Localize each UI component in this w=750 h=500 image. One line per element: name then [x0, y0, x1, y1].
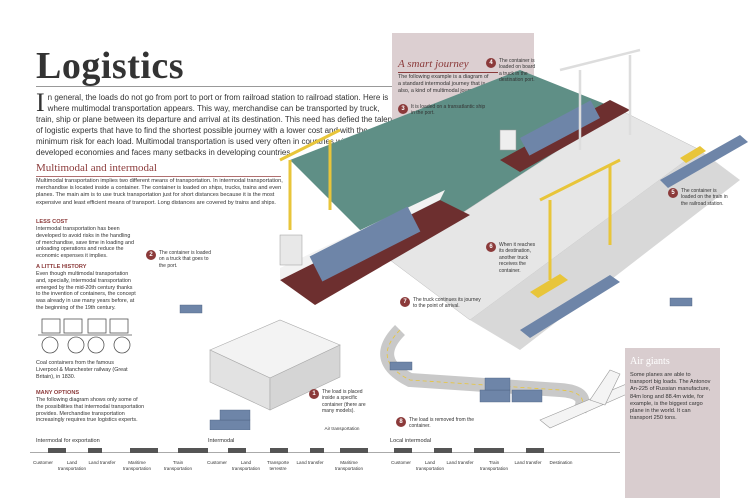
- multimodal-divider: [36, 176, 281, 177]
- coal-container-3: [87, 318, 107, 334]
- flow-item: Land transfer: [446, 460, 474, 465]
- step-1: 1 The load is placed inside a specific c…: [309, 389, 369, 415]
- step-2-text: The container is loaded on a truck that …: [159, 250, 211, 269]
- train-icon: [474, 448, 504, 453]
- container-stack-right: [479, 377, 543, 403]
- step-4: 4 The container is loaded on board a tru…: [486, 58, 536, 84]
- truck-icon: [228, 448, 246, 453]
- smart-journey-divider: [398, 72, 498, 73]
- step-1-text: The load is placed inside a specific con…: [322, 389, 366, 415]
- flow-local-intermodal: Local intermodal: [390, 438, 432, 444]
- flow-line: [30, 452, 620, 453]
- truck-icon: [88, 448, 102, 453]
- air-giants-title: Air giants: [630, 356, 670, 367]
- step-8-text: The load is removed from the container.: [409, 417, 475, 430]
- truck-icon: [434, 448, 452, 453]
- step-7-text: The truck continues its journey to the p…: [413, 297, 481, 310]
- coal-container-4: [109, 318, 129, 334]
- flow-item: Destination: [549, 460, 573, 465]
- container-crane-white: [559, 48, 641, 150]
- coal-caption: Coal containers from the famous Liverpoo…: [36, 360, 128, 380]
- options-heading: MANY OPTIONS: [36, 390, 80, 396]
- options-text: The following diagram shows only some of…: [36, 397, 145, 424]
- history-heading: A LITTLE HISTORY: [36, 264, 87, 270]
- gantry-crane-right: [539, 158, 621, 280]
- coal-container-1: [41, 318, 61, 334]
- less-cost-text: Intermodal transportation has been devel…: [36, 226, 134, 260]
- step-5-text: The container is loaded on the train in …: [681, 188, 728, 207]
- warehouse: [209, 319, 341, 411]
- flow-item: Land transfer: [296, 460, 324, 465]
- flow-item: Train transportation: [163, 460, 193, 471]
- rail-yard: [470, 150, 740, 350]
- coal-wagon-illustration: [38, 318, 132, 354]
- step-2: 2 The container is loaded on a truck tha…: [146, 250, 216, 269]
- flow-item: Maritime transportation: [334, 460, 364, 471]
- flow-air-transport: Air transportation: [324, 426, 360, 431]
- truck-icon: [394, 448, 412, 453]
- flow-item: Transporte terrestre: [266, 460, 290, 471]
- smart-journey-text: The following example is a diagram of a …: [398, 74, 489, 94]
- step-4-text: The container is loaded on board a truck…: [499, 58, 536, 84]
- truck-icon: [526, 448, 544, 453]
- page-title: Logistics: [36, 45, 185, 87]
- step-8: 8 The load is removed from the container…: [396, 417, 478, 430]
- flow-item: Train transportation: [479, 460, 509, 471]
- port-illustration: [179, 48, 748, 430]
- history-text: Even though multimodal transportation an…: [36, 271, 136, 311]
- flow-item: Land transfer: [514, 460, 542, 465]
- step-7: 7 The truck continues its journey to the…: [400, 297, 482, 310]
- step-3-text: It is loaded on a transatlantic ship in …: [411, 104, 486, 117]
- intro-paragraph: I n general, the loads do not go from po…: [36, 88, 396, 158]
- flow-item: Customer: [391, 460, 411, 465]
- coal-container-2: [63, 318, 83, 334]
- flow-item: Maritime transportation: [122, 460, 152, 471]
- flow-item: Land transportation: [231, 460, 261, 471]
- flow-vehicle-icons: [48, 448, 544, 453]
- smart-journey-title: A smart journey: [398, 58, 469, 70]
- less-cost-heading: LESS COST: [36, 219, 68, 225]
- truck-icon: [310, 448, 324, 453]
- truck: [179, 297, 693, 371]
- intro-dropcap: I: [36, 88, 45, 117]
- wagon-wheel: [113, 336, 131, 354]
- air-giants-box: [625, 348, 720, 498]
- truck-icon: [270, 448, 288, 453]
- wagon-wheel: [67, 336, 85, 354]
- harbor-water: [290, 70, 620, 260]
- flow-intermodal: Intermodal: [208, 438, 235, 444]
- ship-icon: [130, 448, 158, 453]
- step-6-text: When it reaches its destination, another…: [499, 242, 536, 274]
- gantry-crane-left: [279, 128, 341, 230]
- flow-item: Land transportation: [57, 460, 87, 471]
- flow-item: Customer: [207, 460, 227, 465]
- multimodal-heading: Multimodal and intermodal: [36, 162, 157, 174]
- flow-item: Customer: [33, 460, 53, 465]
- step-6: 6 When it reaches its destination, anoth…: [486, 242, 536, 274]
- flow-item: Land transfer: [88, 460, 116, 465]
- train-icon: [178, 448, 208, 453]
- step-3: 3 It is loaded on a transatlantic ship i…: [398, 104, 488, 117]
- flow-item: Land transportation: [415, 460, 445, 471]
- container-stack-left: [209, 409, 251, 430]
- truck-icon: [48, 448, 66, 453]
- step-5: 5 The container is loaded on the train i…: [668, 188, 730, 207]
- freight-train-front: [520, 274, 620, 338]
- ship-icon: [340, 448, 368, 453]
- wagon-wheel: [87, 336, 105, 354]
- title-divider: [36, 86, 396, 87]
- wagon-wheel: [41, 336, 59, 354]
- intro-text: n general, the loads do not go from port…: [36, 93, 395, 157]
- container-ship-large: [279, 190, 470, 305]
- multimodal-text: Multimodal transportation implies two di…: [36, 178, 283, 206]
- flow-intermodal-export: Intermodal for exportation: [36, 438, 100, 444]
- freight-train-back: [660, 135, 748, 188]
- air-giants-text: Some planes are able to transport big lo…: [630, 372, 711, 422]
